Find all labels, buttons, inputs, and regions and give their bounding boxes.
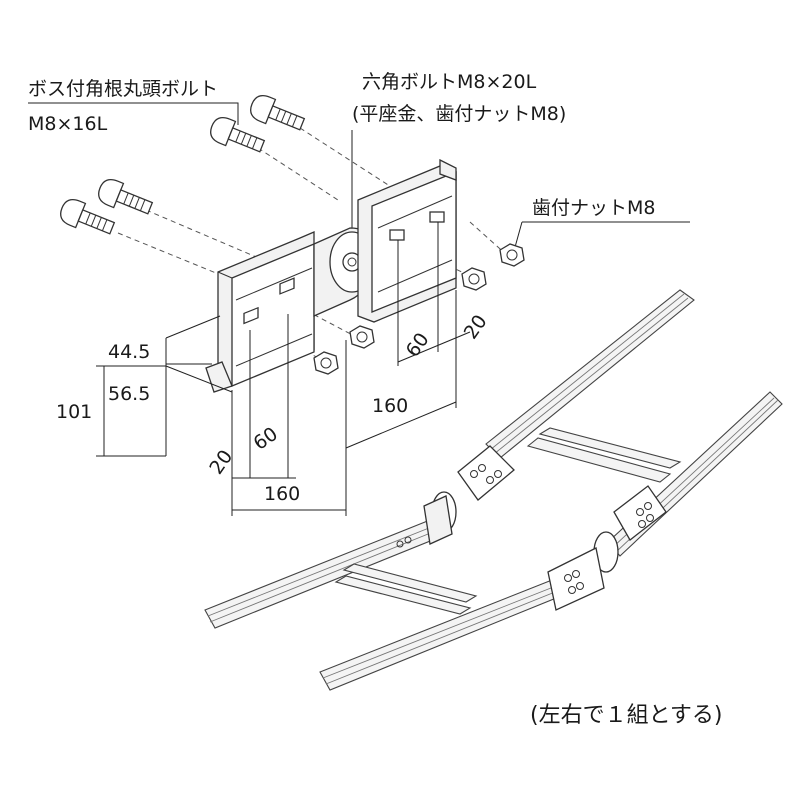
right-horizontal-dimensions (345, 222, 471, 449)
cable-ladder-lower-rungs (334, 563, 478, 615)
dim-left-60: 60 (249, 423, 281, 455)
pan-head-bolt-4 (250, 95, 306, 131)
pan-head-bolt-1 (60, 199, 116, 235)
toothed-nut-3 (349, 325, 375, 349)
dim-right-160: 160 (372, 395, 408, 417)
hex-bolt-detail-label: (平座金、歯付ナットM8) (352, 103, 566, 125)
ladder-joint-right (547, 485, 667, 611)
dim-right-20: 20 (460, 311, 492, 343)
ladder-joint-left (396, 445, 515, 548)
left-plate-slot-1 (243, 306, 259, 325)
left-connector-plate (205, 231, 315, 393)
pan-head-bolt-3 (210, 117, 266, 153)
toothed-nut-2 (461, 267, 487, 291)
set-note: (左右で１組とする) (530, 703, 723, 728)
right-plate-slot-1 (389, 229, 405, 241)
toothed-nut-label: 歯付ナットM8 (532, 197, 655, 219)
cable-ladder-lower-rail (204, 519, 567, 691)
hex-bolt-label: 六角ボルトM8×20L (362, 71, 537, 93)
dim-56-5: 56.5 (108, 383, 150, 405)
dim-44-5: 44.5 (108, 341, 150, 363)
dim-left-160: 160 (264, 483, 300, 505)
toothed-nut-4 (313, 351, 339, 375)
right-plate-slot-2 (429, 211, 445, 223)
height-dimensions (96, 315, 233, 457)
pan-head-bolt-size-label: M8×16L (28, 113, 108, 135)
pan-head-bolt-label: ボス付角根丸頭ボルト (28, 78, 218, 100)
toothed-nut-1 (499, 243, 525, 267)
left-horizontal-dimensions (231, 314, 347, 516)
pan-head-bolt-2 (98, 179, 154, 215)
dim-right-60: 60 (402, 329, 434, 361)
cable-ladder-upper-rungs (526, 427, 682, 483)
left-plate-slot-2 (279, 277, 295, 295)
right-connector-plate (357, 158, 457, 323)
dim-101: 101 (56, 401, 92, 423)
